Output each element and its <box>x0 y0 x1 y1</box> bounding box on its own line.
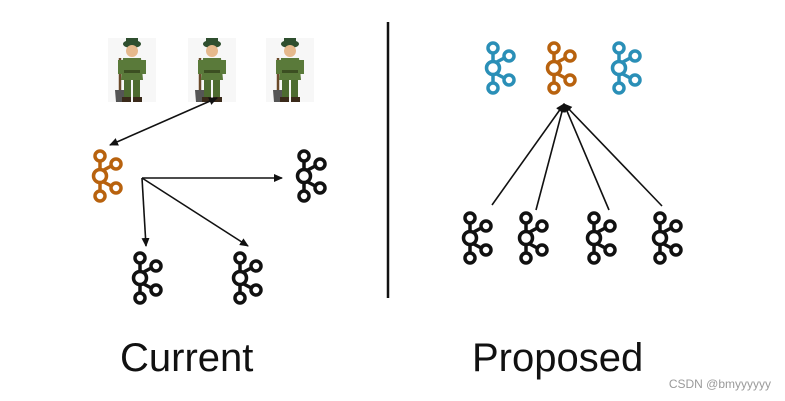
broker-icon <box>461 211 493 265</box>
worker-icon <box>108 36 156 104</box>
current-section <box>91 36 327 305</box>
worker-icon <box>188 36 236 104</box>
broker-icon <box>585 211 617 265</box>
voter-icon <box>610 41 642 95</box>
controller-broker-icon <box>545 41 577 95</box>
watermark-text: CSDN @bmyyyyyy <box>668 377 771 391</box>
voter-icon <box>484 41 516 95</box>
controller-to-broker-arrow <box>141 177 150 247</box>
controller-broker-icon <box>91 149 123 203</box>
broker-to-controller-arrow <box>563 103 610 211</box>
proposed-section <box>461 41 683 265</box>
broker-icon <box>295 149 327 203</box>
broker-icon <box>651 211 683 265</box>
broker-icon <box>231 251 263 305</box>
current-label: Current <box>120 336 254 380</box>
zk-link-arrow <box>109 97 218 146</box>
broker-to-controller-arrow <box>491 103 565 206</box>
worker-icon <box>266 36 314 104</box>
broker-icon <box>517 211 549 265</box>
controller-to-broker-arrow <box>141 177 249 247</box>
proposed-label: Proposed <box>472 336 644 380</box>
broker-to-controller-arrow <box>535 103 566 211</box>
broker-icon <box>131 251 163 305</box>
broker-to-controller-arrow <box>563 103 663 207</box>
